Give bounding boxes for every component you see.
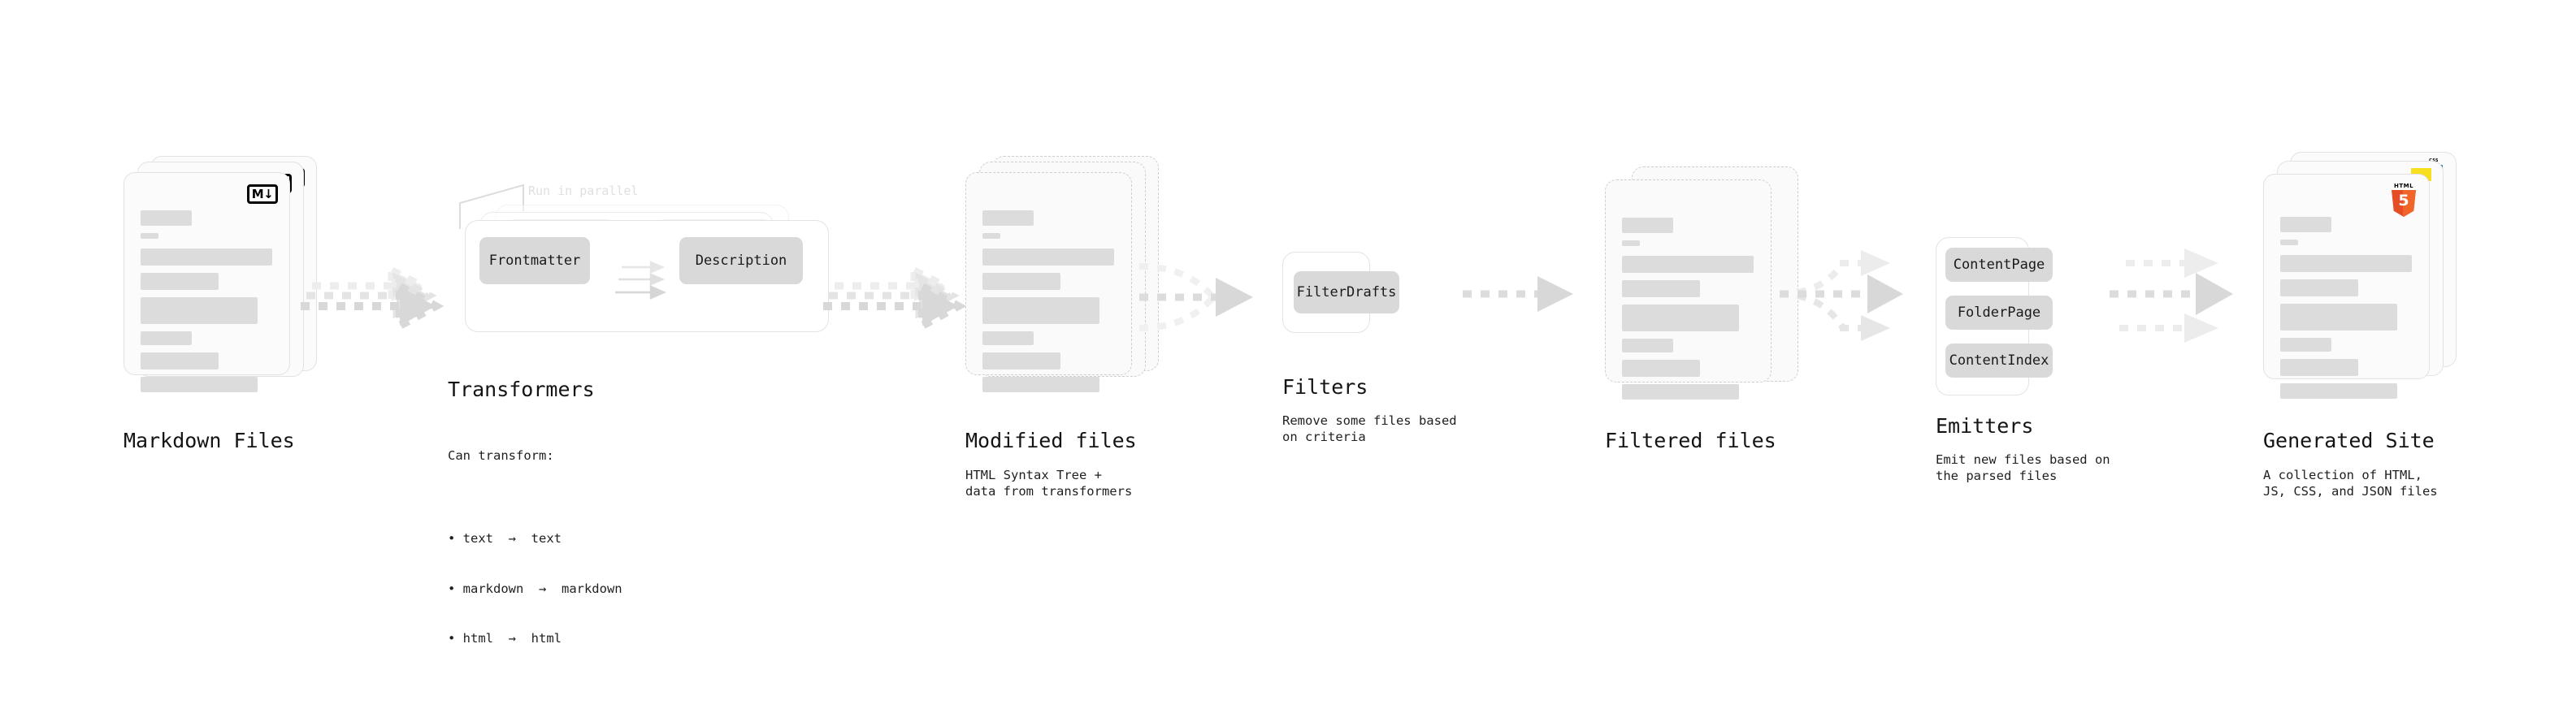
stage-title-transformers: Transformers — [448, 378, 595, 401]
placeholder-line — [1622, 256, 1754, 273]
transformer-chip-description-label: Description — [695, 253, 787, 269]
html5-icon-digit: 5 — [2398, 192, 2409, 210]
placeholder-line — [982, 273, 1060, 290]
emitter-chip-folderpage-label: FolderPage — [1957, 305, 2041, 321]
transformer-chip-frontmatter-label: Frontmatter — [488, 253, 581, 269]
placeholder-line — [982, 377, 1099, 392]
placeholder-line — [141, 331, 192, 345]
placeholder-line — [982, 233, 1000, 239]
transformers-group: Run in parallel Frontmatter — [444, 179, 834, 374]
placeholder-line — [2280, 217, 2331, 232]
run-in-parallel-label: Run in parallel — [528, 184, 639, 198]
stage-title-markdown-files: Markdown Files — [124, 429, 295, 452]
transformers-bullet-1: markdown → markdown — [448, 581, 622, 597]
placeholder-line — [2280, 304, 2397, 331]
transformers-bullet-list: text → text markdown → markdown html → h… — [448, 497, 622, 680]
placeholder-line — [141, 352, 219, 369]
placeholder-line — [1622, 360, 1700, 377]
emitter-chip-contentindex[interactable]: ContentIndex — [1945, 344, 2053, 378]
placeholder-line — [141, 377, 258, 392]
filters-description: Remove some files based on criteria — [1282, 413, 1457, 445]
placeholder-line — [1622, 339, 1673, 352]
filter-chip-filterdrafts-label: FilterDrafts — [1296, 284, 1397, 300]
modified-file-card-front — [965, 172, 1132, 392]
stage-title-generated-site: Generated Site — [2263, 429, 2435, 452]
connector-markdown-to-transformers — [301, 264, 463, 345]
transformers-bullet-2: html → html — [448, 630, 622, 646]
placeholder-line — [982, 352, 1060, 369]
file-content-placeholder — [2280, 217, 2416, 406]
placeholder-line — [982, 331, 1034, 345]
placeholder-line — [1622, 218, 1673, 233]
placeholder-line — [2280, 255, 2412, 272]
placeholder-line — [982, 210, 1034, 226]
transformers-description-heading: Can transform: — [448, 447, 554, 463]
emitter-chip-contentindex-label: ContentIndex — [1949, 352, 2049, 369]
stage-title-filtered-files: Filtered files — [1605, 429, 1776, 452]
filter-chip-filterdrafts[interactable]: FilterDrafts — [1294, 271, 1399, 313]
file-content-placeholder — [982, 210, 1118, 400]
markdown-icon-label: M↓ — [251, 186, 274, 201]
placeholder-line — [2280, 338, 2331, 352]
placeholder-line — [2280, 383, 2397, 399]
placeholder-line — [982, 297, 1099, 324]
transformers-bullet-0: text → text — [448, 530, 622, 547]
connector-emitters-to-site — [2110, 244, 2264, 357]
html5-icon: HTML 5 — [2390, 183, 2418, 217]
markdown-icon: M↓ — [247, 184, 278, 204]
placeholder-line — [141, 297, 258, 324]
placeholder-line — [982, 248, 1114, 266]
placeholder-line — [1622, 384, 1739, 400]
file-content-placeholder — [1622, 218, 1758, 407]
emitter-chip-contentpage[interactable]: ContentPage — [1945, 248, 2053, 282]
transformer-inner-arrows — [615, 261, 667, 300]
file-content-placeholder — [141, 210, 276, 400]
generated-site-card-html: HTML 5 — [2263, 174, 2430, 399]
emitter-chip-folderpage[interactable]: FolderPage — [1945, 296, 2053, 330]
generated-site-description: A collection of HTML, JS, CSS, and JSON … — [2263, 468, 2438, 499]
pipeline-diagram: M↓ M↓ M↓ Markdown Files — [0, 0, 2576, 681]
markdown-file-card-front: M↓ — [124, 172, 290, 392]
transformer-chip-frontmatter[interactable]: Frontmatter — [479, 237, 590, 284]
connector-transformers-to-modified — [823, 264, 986, 345]
emitters-description: Emit new files based on the parsed files — [1936, 452, 2110, 484]
placeholder-line — [2280, 240, 2298, 245]
placeholder-line — [1622, 240, 1640, 246]
html5-icon-word: HTML — [2393, 183, 2414, 189]
connector-filtered-to-emitters — [1779, 244, 1934, 357]
filtered-file-card-front — [1605, 179, 1772, 400]
emitter-chip-contentpage-label: ContentPage — [1953, 257, 2045, 273]
stage-title-emitters: Emitters — [1936, 414, 2034, 438]
transformer-chip-description[interactable]: Description — [679, 237, 803, 284]
stage-title-filters: Filters — [1282, 375, 1368, 399]
placeholder-line — [2280, 279, 2358, 296]
placeholder-line — [1622, 305, 1739, 331]
stage-title-modified-files: Modified files — [965, 429, 1137, 452]
placeholder-line — [1622, 280, 1700, 297]
run-in-parallel-bracket — [459, 184, 524, 229]
placeholder-line — [141, 210, 192, 226]
modified-files-description: HTML Syntax Tree + data from transformer… — [965, 468, 1133, 499]
connector-modified-to-filters — [1138, 258, 1292, 348]
connector-filters-to-filtered — [1463, 276, 1609, 333]
placeholder-line — [141, 273, 219, 290]
placeholder-line — [141, 233, 158, 239]
html5-icon-shield-inner — [2403, 190, 2416, 217]
placeholder-line — [141, 248, 272, 266]
placeholder-line — [2280, 359, 2358, 376]
transformers-description: Can transform: text → text markdown → ma… — [448, 414, 622, 713]
